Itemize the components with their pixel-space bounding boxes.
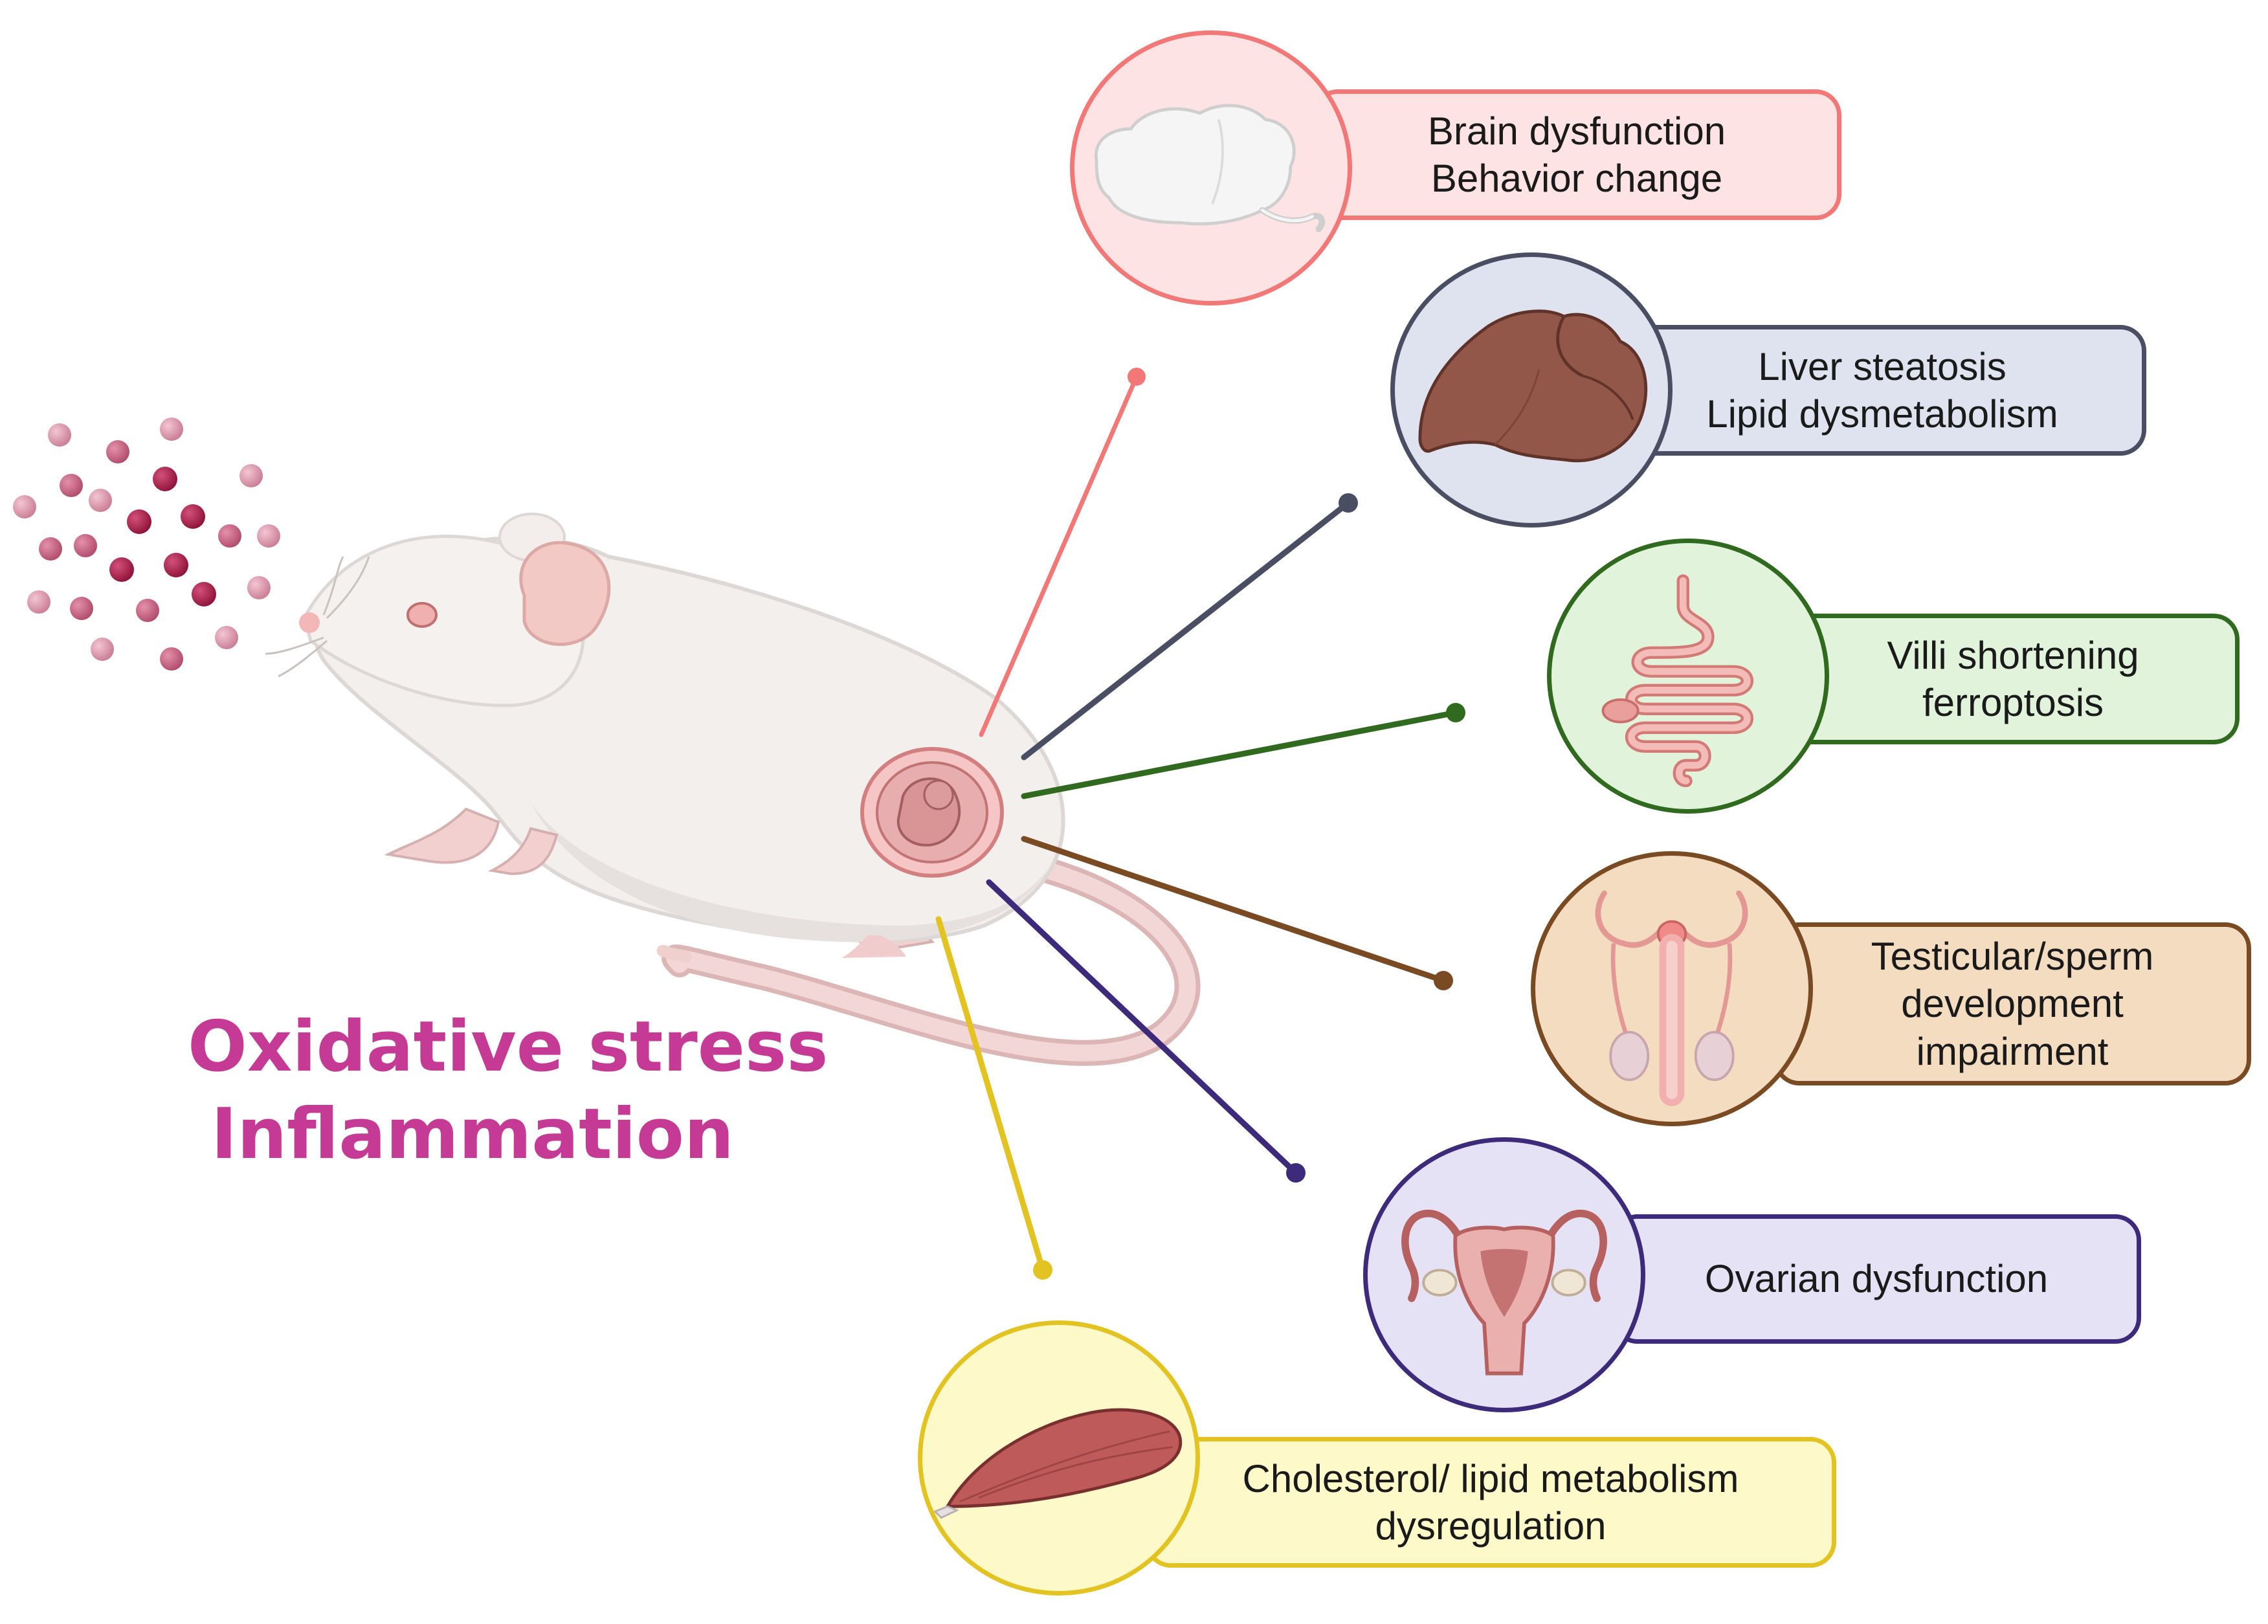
effect-title: Oxidative stress Inflammation	[188, 1003, 828, 1178]
testis-effect-box: Testicular/sperm development impairment	[1773, 922, 2251, 1085]
liver-label-line-2: Lipid dysmetabolism	[1706, 392, 2058, 436]
liver-effect-box: Liver steatosis Lipid dysmetabolism	[1618, 325, 2146, 456]
fetus-icon	[860, 747, 1004, 878]
brain-effect-box: Brain dysfunction Behavior change	[1312, 89, 1841, 220]
brain-icon	[1070, 30, 1352, 306]
testis-label-line-3: impairment	[1916, 1029, 2109, 1073]
liver-label-line-1: Liver steatosis	[1758, 344, 2007, 388]
testis-label-line-2: development	[1901, 982, 2124, 1026]
intestine-effect-box: Villi shortening ferroptosis	[1786, 614, 2240, 744]
muscle-label-line-1: Cholesterol/ lipid metabolism	[1242, 1456, 1739, 1500]
brain-label-line-2: Behavior change	[1430, 157, 1723, 200]
testis-label-line-1: Testicular/sperm	[1871, 935, 2154, 979]
muscle-effect-box: Cholesterol/ lipid metabolism dysregulat…	[1145, 1437, 1836, 1568]
title-line-2: Inflammation	[211, 1094, 734, 1175]
male-reproductive-icon	[1531, 851, 1813, 1126]
muscle-label-line-2: dysregulation	[1375, 1504, 1606, 1548]
ovary-effect-box: Ovarian dysfunction	[1612, 1214, 2141, 1344]
intestine-icon	[1547, 539, 1829, 814]
intestine-label-line-2: ferroptosis	[1922, 681, 2104, 724]
title-line-1: Oxidative stress	[188, 1007, 828, 1087]
brain-label-line-1: Brain dysfunction	[1427, 109, 1726, 153]
uterus-icon	[1363, 1137, 1645, 1412]
connector-lines	[935, 368, 1465, 1280]
particle-cloud	[13, 417, 280, 671]
intestine-label-line-1: Villi shortening	[1887, 633, 2139, 677]
ovary-label-line-1: Ovarian dysfunction	[1704, 1257, 2049, 1301]
liver-icon	[1390, 252, 1673, 528]
mouse-illustration	[265, 513, 1201, 1066]
muscle-icon	[918, 1320, 1200, 1596]
